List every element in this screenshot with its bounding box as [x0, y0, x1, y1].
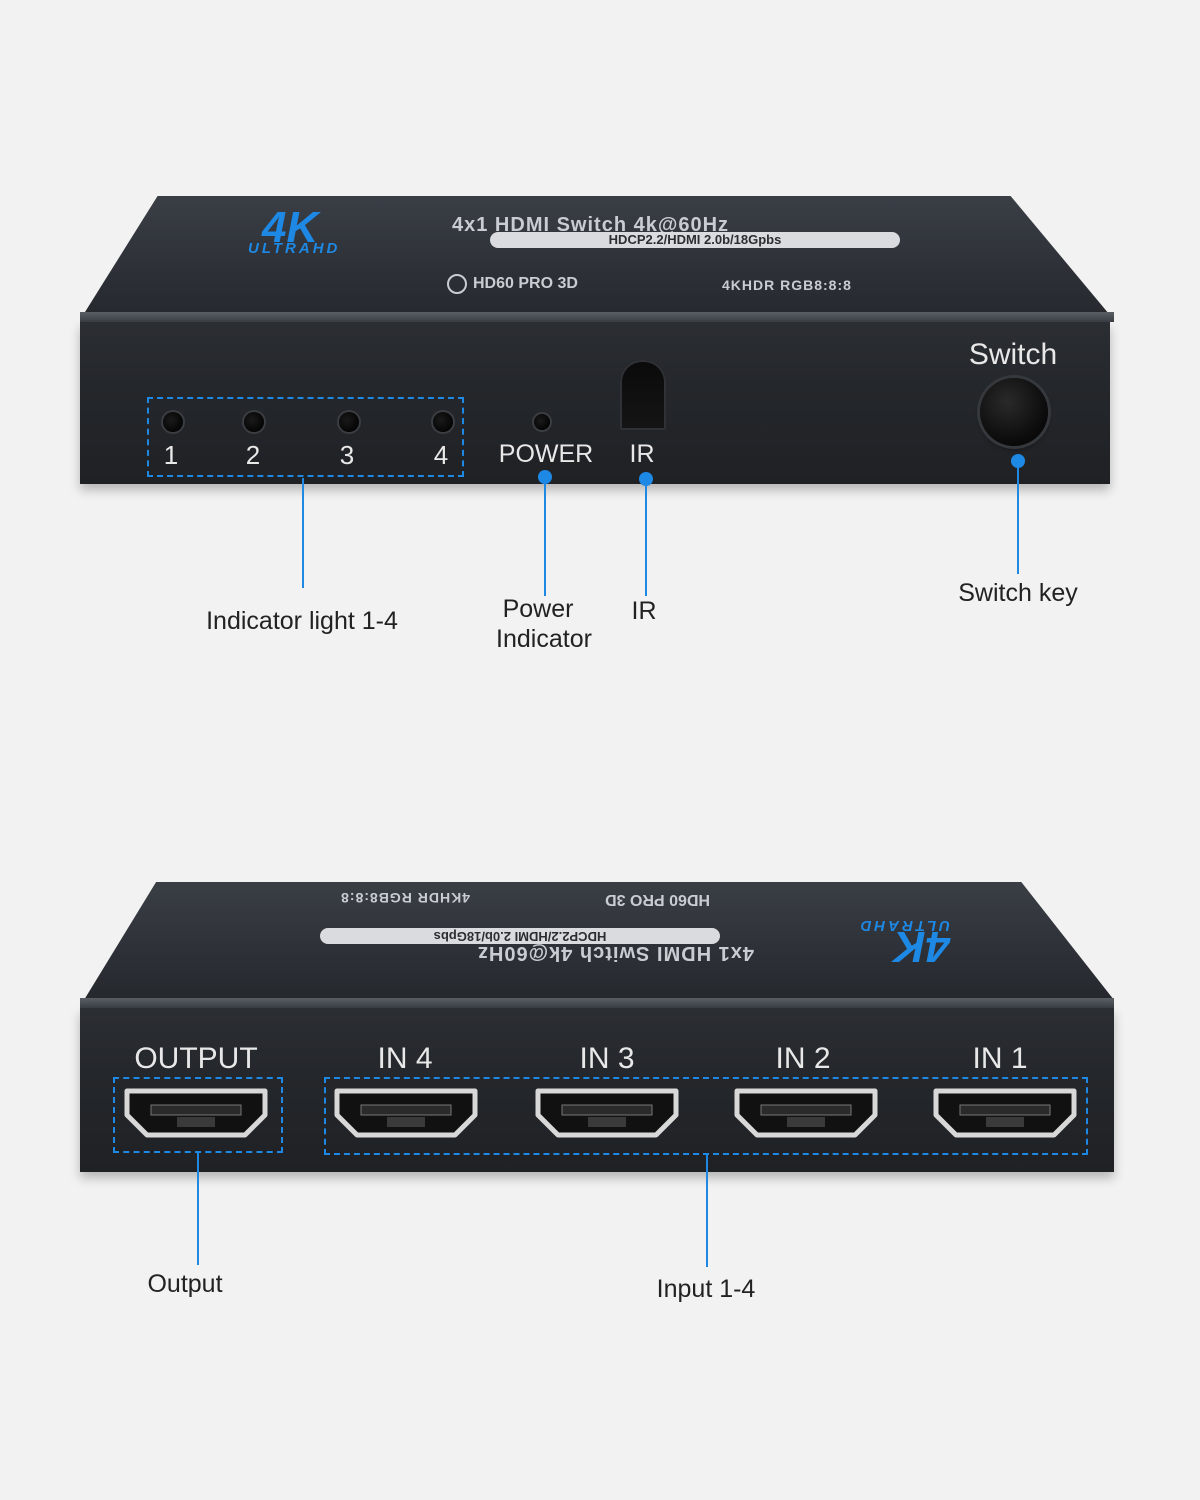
- callout-power-line2: Indicator: [496, 625, 592, 653]
- callout-power-line1: Power: [502, 595, 574, 623]
- front-panel: [80, 322, 1110, 484]
- input-label-4: IN 4: [377, 1042, 433, 1075]
- indicator-highlight-box: [147, 397, 464, 477]
- spec-pill: HDCP2.2/HDMI 2.0b/18Gpbs: [490, 232, 900, 248]
- ir-sensor-icon: [620, 360, 666, 430]
- switch-marker-dot: [1011, 454, 1025, 468]
- device-edge: [80, 312, 1114, 322]
- input-label-3: IN 3: [579, 1042, 635, 1075]
- model-title-back: 4x1 HDMI Switch 4k@60Hz: [476, 942, 754, 964]
- feature-line-2-back: 4KHDR RGB8:8:8: [340, 890, 470, 906]
- power-marker-dot: [538, 470, 552, 484]
- ir-label: IR: [629, 440, 655, 468]
- callout-switch-key: Switch key: [958, 579, 1078, 607]
- power-led-icon: [534, 414, 550, 430]
- output-highlight-box: [113, 1077, 283, 1153]
- hdmi-in4-port-icon[interactable]: [331, 1085, 481, 1141]
- switch-leader-line: [1017, 462, 1019, 574]
- switch-label: Switch: [968, 338, 1058, 371]
- ir-leader-line: [645, 480, 647, 596]
- output-label: OUTPUT: [134, 1042, 258, 1075]
- spec-pill-back: HDCP2.2/HDMI 2.0b/18Gpbs: [320, 928, 720, 944]
- hdmi-in3-port-icon[interactable]: [532, 1085, 682, 1141]
- model-title: 4x1 HDMI Switch 4k@60Hz: [452, 214, 730, 236]
- callout-indicator: Indicator light 1-4: [206, 607, 398, 635]
- input-leader-line: [706, 1155, 708, 1267]
- input-highlight-box: [324, 1077, 1088, 1155]
- hdmi-in1-port-icon[interactable]: [930, 1085, 1080, 1141]
- hd60-logo-icon: [447, 274, 467, 294]
- top-branding-mirrored: 4K ULTRAHD 4x1 HDMI Switch 4k@60Hz HDCP2…: [230, 882, 950, 982]
- led-3-icon: [339, 412, 359, 432]
- input-label-1: IN 1: [972, 1042, 1028, 1075]
- feature-line-2: 4KHDR RGB8:8:8: [722, 277, 852, 293]
- input-label-2: IN 2: [775, 1042, 831, 1075]
- power-label: POWER: [498, 440, 594, 468]
- device-top-surface: [80, 196, 1114, 320]
- led-label-4: 4: [433, 440, 449, 470]
- output-leader-line: [197, 1153, 199, 1265]
- led-1-icon: [163, 412, 183, 432]
- logo-ultrahd: ULTRAHD: [248, 240, 341, 257]
- logo-4k: 4K: [262, 203, 319, 252]
- feature-line-back: HD60 PRO 3D: [605, 891, 710, 908]
- ir-marker-dot: [639, 472, 653, 486]
- hdmi-in2-port-icon[interactable]: [731, 1085, 881, 1141]
- led-4-icon: [433, 412, 453, 432]
- feature-line: HD60 PRO 3D: [473, 275, 578, 292]
- callout-output: Output: [147, 1270, 223, 1298]
- callout-input: Input 1-4: [656, 1275, 756, 1303]
- led-label-1: 1: [163, 440, 179, 470]
- indicator-leader-line: [302, 478, 304, 588]
- led-label-2: 2: [245, 440, 261, 470]
- power-leader-line: [544, 478, 546, 596]
- led-label-3: 3: [339, 440, 355, 470]
- hdmi-output-port-icon[interactable]: [121, 1085, 271, 1141]
- device-edge-back: [80, 998, 1114, 1008]
- led-2-icon: [244, 412, 264, 432]
- callout-ir: IR: [631, 597, 657, 625]
- logo-ultrahd-back: ULTRAHD: [857, 917, 950, 934]
- switch-button-icon[interactable]: [980, 378, 1048, 446]
